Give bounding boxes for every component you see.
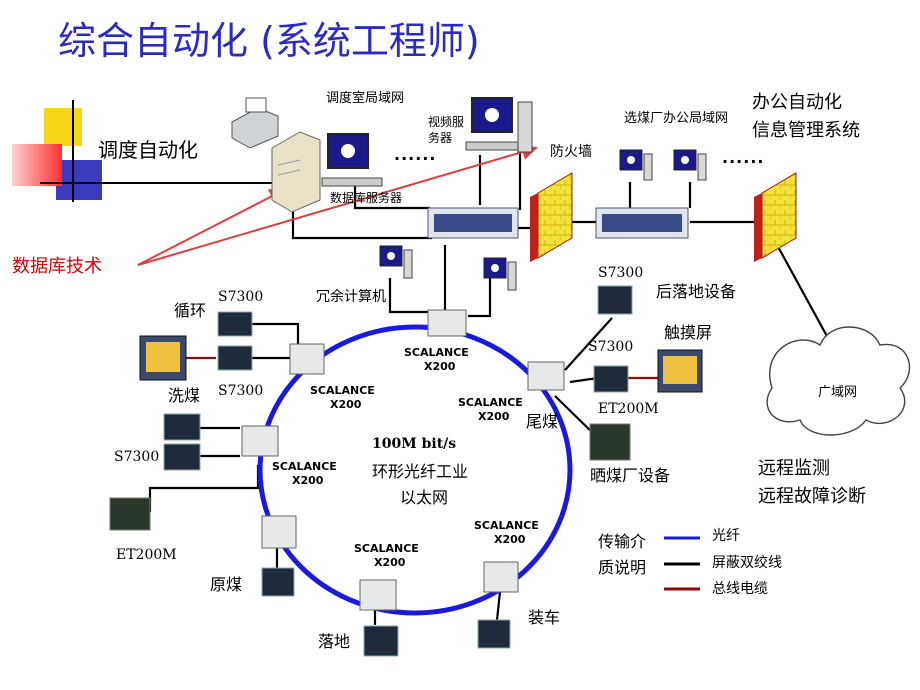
hub-switch-2 (595, 207, 689, 239)
wan-label: 广域网 (818, 385, 858, 400)
node-cycle: 循环 (174, 301, 207, 320)
x200-label-bottom: X200 (374, 556, 406, 569)
database-tech-label: 数据库技术 (12, 256, 102, 277)
bus-cable-links (186, 356, 658, 380)
redundant-computer-2-icon (483, 257, 517, 291)
ring-type-label-2: 以太网 (400, 488, 449, 507)
video-server-label: 视频服 务器 (428, 115, 465, 145)
node-wash: 洗煤 (168, 386, 201, 405)
legend-item-fiber: 光纤 (712, 528, 740, 544)
node-s7300-touch: S7300 (588, 339, 634, 355)
x200-label-left: X200 (292, 474, 324, 487)
server-icon (271, 131, 321, 213)
printer-icon (231, 97, 279, 149)
office-automation-label: 办公自动化 (752, 92, 842, 113)
x200-label-lower-right: X200 (494, 533, 526, 546)
dots-lan: ...... (394, 145, 437, 164)
node-tail-coal: 尾煤 (526, 412, 559, 431)
node-drying: 晒煤厂设备 (590, 466, 671, 485)
ring-type-label: 环形光纤工业 (372, 462, 469, 481)
mis-label: 信息管理系统 (752, 120, 860, 141)
legend-item-twisted-pair: 屏蔽双绞线 (712, 555, 782, 571)
fiber-ring (257, 324, 573, 616)
node-back-landing: 后落地设备 (656, 282, 737, 301)
remote-diagnosis-label: 远程故障诊断 (758, 486, 866, 507)
legend-title-2: 质说明 (598, 558, 647, 577)
firewall-label: 防火墙 (550, 144, 592, 160)
node-s7300-cycle-top: S7300 (218, 289, 264, 305)
video-computer-icon (465, 97, 533, 153)
legend-title-1: 传输介 (598, 532, 647, 551)
scalance-label-upper-right: SCALANCE (458, 396, 523, 409)
dots-office: ...... (722, 148, 765, 167)
hub-switch-1 (427, 207, 519, 239)
touch-screen-right-icon (657, 349, 703, 393)
node-et200m-left: ET200M (116, 547, 177, 563)
db-computer-icon (321, 133, 383, 187)
dispatch-automation-label: 调度自动化 (98, 138, 198, 162)
dispatch-lan-label: 调度室局域网 (326, 91, 405, 106)
legend-item-bus-cable: 总线电缆 (712, 581, 768, 597)
scalance-label-top: SCALANCE (404, 346, 469, 359)
node-s7300-wash: S7300 (114, 449, 160, 465)
redundant-computer-label: 冗余计算机 (316, 289, 386, 305)
node-et200m-right: ET200M (598, 401, 659, 417)
office-lan-label: 选煤厂办公局域网 (624, 111, 729, 126)
firewall-2 (754, 172, 797, 262)
scalance-label-bottom: SCALANCE (354, 542, 419, 555)
node-loading: 装车 (528, 608, 561, 627)
scalance-label-left: SCALANCE (272, 460, 337, 473)
x200-label-top: X200 (424, 360, 456, 373)
legend-lines (664, 536, 700, 591)
node-raw-coal: 原煤 (210, 575, 243, 594)
touch-screen-left-icon (139, 335, 187, 381)
node-landing: 落地 (318, 632, 351, 651)
redundant-computer-1-icon (379, 245, 413, 279)
remote-monitor-label: 远程监测 (758, 458, 830, 479)
node-touch-screen: 触摸屏 (664, 323, 713, 342)
office-computer-2-icon (673, 149, 707, 181)
node-s7300-cycle-bottom: S7300 (218, 383, 264, 399)
database-arrows (137, 144, 538, 266)
x200-label-upper-right: X200 (478, 410, 510, 423)
page-title: 综合自动化 (系统工程师) (58, 19, 480, 63)
plc-icons (163, 285, 633, 657)
node-s7300-back: S7300 (598, 265, 644, 281)
scalance-label-lower-right: SCALANCE (474, 519, 539, 532)
scalance-label-upper-left: SCALANCE (310, 384, 375, 397)
et200m-icons (109, 423, 631, 531)
firewall-1 (530, 172, 573, 262)
db-server-label: 数据库服务器 (330, 191, 403, 205)
x200-label-upper-left: X200 (330, 398, 362, 411)
wan-cloud (766, 326, 911, 436)
ring-speed-label: 100M bit/s (372, 436, 457, 452)
scalance-nodes (241, 309, 565, 611)
office-computer-1-icon (619, 149, 653, 181)
